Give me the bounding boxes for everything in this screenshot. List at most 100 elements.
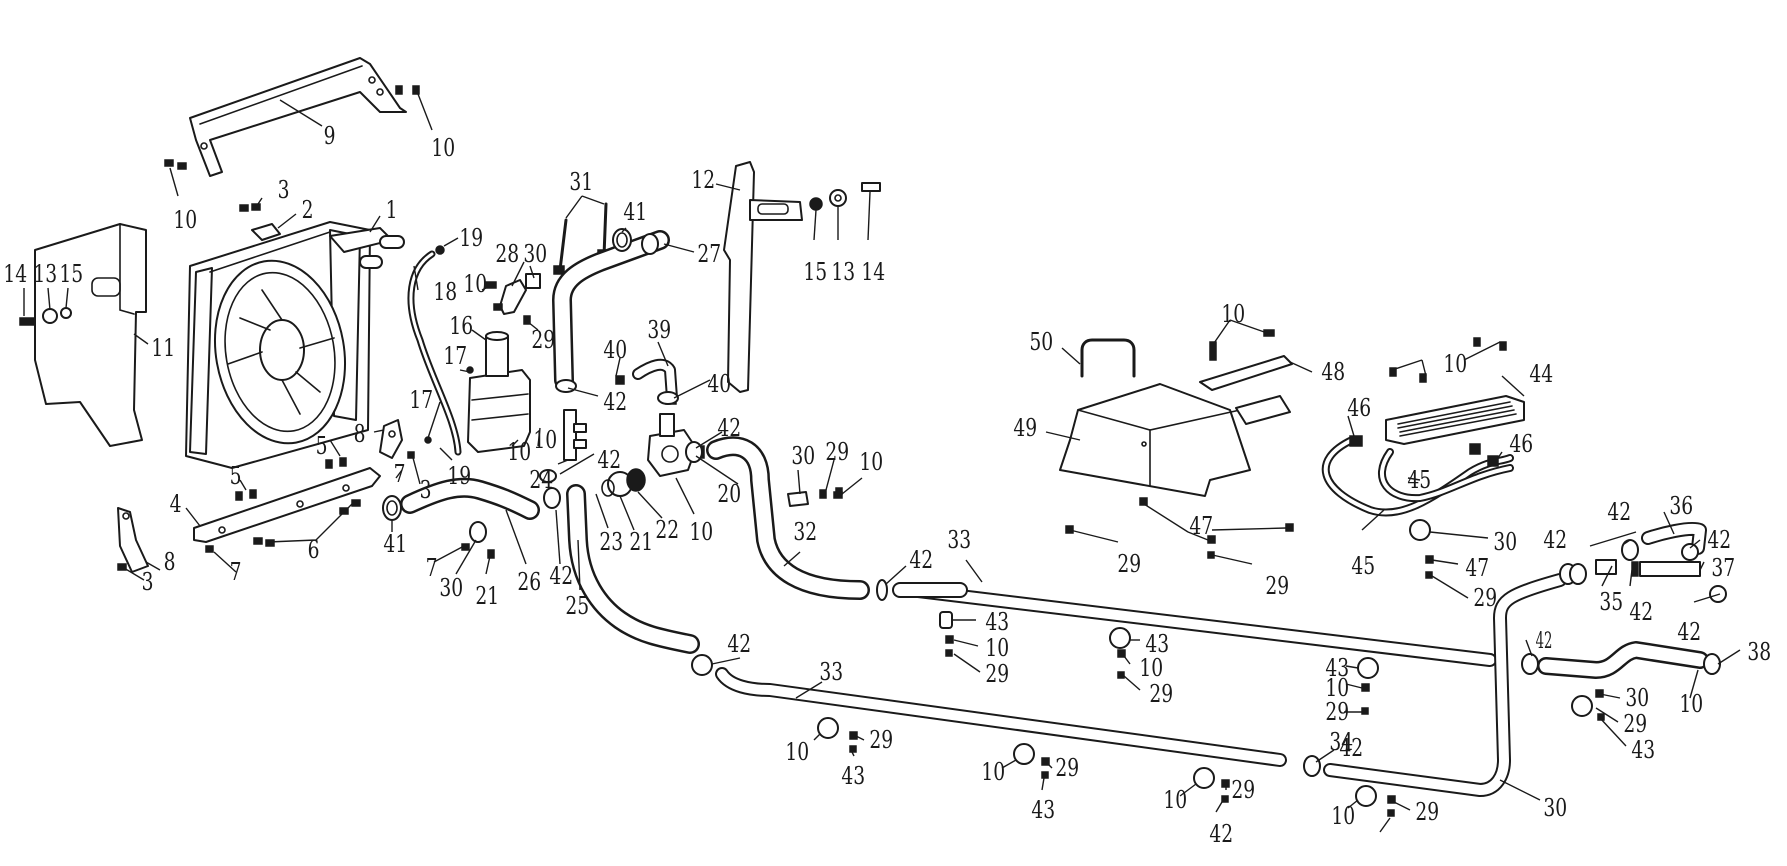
callout-29: 29 xyxy=(1265,573,1289,601)
callout-49: 49 xyxy=(1013,415,1037,443)
callout-21: 21 xyxy=(629,529,653,557)
bolts-top-left xyxy=(164,85,420,170)
overflow-hose-part xyxy=(407,245,474,456)
hose-clamps-42-part xyxy=(539,379,888,676)
callout-10: 10 xyxy=(463,271,487,299)
callout-5: 5 xyxy=(316,433,328,461)
callout-27: 27 xyxy=(697,241,721,269)
hose-clamp-top-part xyxy=(612,228,632,252)
small-bracket-part xyxy=(239,203,281,241)
callout-43: 10 xyxy=(981,759,1005,787)
callout-15: 15 xyxy=(59,261,83,289)
lower-return-hose-part xyxy=(566,484,700,654)
callout-labels: 9 10 10 3 2 1 14 13 15 11 19 18 28 30 10… xyxy=(3,123,1771,849)
callout-7: 7 xyxy=(230,559,242,587)
callout-40: 40 xyxy=(707,371,731,399)
callout-47: 47 xyxy=(1189,513,1213,541)
callout-10: 10 xyxy=(533,427,557,455)
callout-29: 29 xyxy=(1117,551,1141,579)
callout-42: 42 xyxy=(1536,629,1553,654)
callout-42: 42 xyxy=(717,415,741,443)
tank-bracket-part xyxy=(485,273,541,325)
u-bolt-part xyxy=(1080,338,1136,378)
pipe-clamps-part xyxy=(817,519,1593,807)
callout-45: 45 xyxy=(1351,553,1375,581)
callout-14: 14 xyxy=(3,261,27,289)
callout-42: 42 xyxy=(603,389,627,417)
callout-10: 10 xyxy=(985,635,1009,663)
gasket-set-part xyxy=(601,468,646,497)
callout-12: 12 xyxy=(691,167,715,195)
callout-14: 14 xyxy=(861,259,885,287)
callout-43: 43 xyxy=(985,609,1009,637)
callout-10: 10 xyxy=(173,207,197,235)
vertical-support-bracket-part xyxy=(723,161,803,393)
callout-43: 10 xyxy=(785,739,809,767)
callout-42: 42 xyxy=(1607,499,1631,527)
callout-29: 29 xyxy=(825,439,849,467)
callout-30: 30 xyxy=(523,241,547,269)
callout-5: 5 xyxy=(230,463,242,491)
callout-44: 44 xyxy=(1529,361,1553,389)
callout-46: 46 xyxy=(1347,395,1371,423)
callout-10: 10 xyxy=(507,439,531,467)
callout-29: 29 xyxy=(531,327,555,355)
callout-6: 6 xyxy=(308,537,320,565)
callout-13: 13 xyxy=(33,261,57,289)
callout-10: 10 xyxy=(1221,301,1245,329)
callout-47: 47 xyxy=(1465,555,1489,583)
callout-42: 38 xyxy=(1747,639,1771,667)
callout-10: 10 xyxy=(1139,655,1163,683)
callout-23: 23 xyxy=(599,529,623,557)
callout-25: 25 xyxy=(565,593,589,621)
radiator-outlet-hose-part xyxy=(400,477,540,520)
fasteners-lower-left xyxy=(117,451,415,571)
heater-feed-hose-part xyxy=(706,436,870,600)
callout-30: 30 xyxy=(791,443,815,471)
callout-29: 29 xyxy=(1149,681,1173,709)
side-shroud-part xyxy=(34,223,147,447)
callout-43: 10 xyxy=(1163,787,1187,815)
side-bracket-right-part xyxy=(379,419,403,459)
lower-bracket-bar-part xyxy=(193,467,381,543)
callout-32: 32 xyxy=(793,519,817,547)
callout-41: 41 xyxy=(623,199,647,227)
callout-42: 42 xyxy=(1707,527,1731,555)
upper-hose-part xyxy=(552,230,670,390)
callout-43: 43 xyxy=(1325,655,1349,683)
callout-10: 10 xyxy=(1443,351,1467,379)
callout-37: 37 xyxy=(1711,555,1735,583)
callout-19: 19 xyxy=(459,225,483,253)
hose-clip-set-part xyxy=(787,489,843,507)
rear-hose-part xyxy=(1521,641,1721,679)
callout-3: 3 xyxy=(142,569,154,597)
t-connector-part xyxy=(563,409,587,461)
callout-36: 36 xyxy=(1669,493,1693,521)
callout-10: 10 xyxy=(1325,675,1349,703)
callout-19: 19 xyxy=(447,463,471,491)
callout-31: 31 xyxy=(569,169,593,197)
callout-16: 16 xyxy=(449,313,473,341)
callout-7: 7 xyxy=(426,555,438,583)
callout-11: 11 xyxy=(151,335,175,363)
callout-34: 30 xyxy=(1543,795,1567,823)
rear-connector-set-part xyxy=(1569,522,1727,603)
parts-layer xyxy=(19,57,1727,817)
callout-29: 42 xyxy=(1209,821,1233,849)
callout-42: 34 xyxy=(1329,729,1353,757)
callout-46: 46 xyxy=(1509,431,1533,459)
callout-2: 2 xyxy=(302,197,314,225)
callout-42: 42 xyxy=(1339,735,1363,763)
expansion-tank-part xyxy=(467,331,531,453)
callout-30: 30 xyxy=(1493,529,1517,557)
callout-30: 29 xyxy=(1623,711,1647,739)
callout-26: 26 xyxy=(517,569,541,597)
callout-17: 17 xyxy=(409,387,433,415)
callout-18: 18 xyxy=(433,279,457,307)
callout-50: 50 xyxy=(1029,329,1053,357)
callout-33: 33 xyxy=(819,659,843,687)
callout-43: 43 xyxy=(1145,631,1169,659)
callout-10: 29 xyxy=(1055,755,1079,783)
callout-3: 3 xyxy=(278,177,290,205)
callout-48: 48 xyxy=(1321,359,1345,387)
